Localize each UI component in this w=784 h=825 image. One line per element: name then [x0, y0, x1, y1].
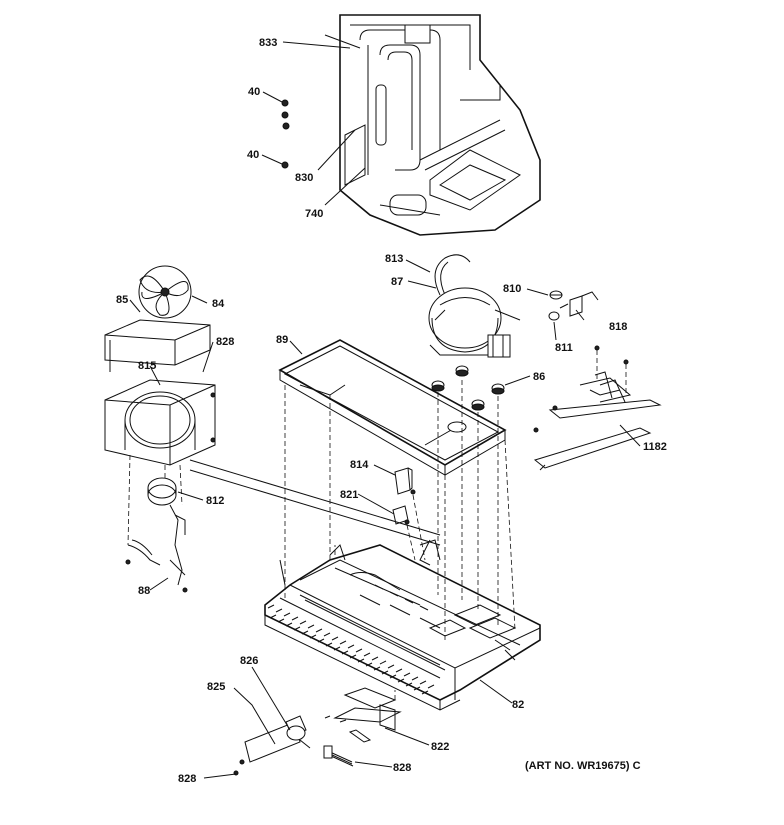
label-811: 811 — [555, 342, 573, 354]
label-1182: 1182 — [643, 441, 667, 453]
label-826: 826 — [240, 655, 258, 667]
heater-element — [323, 745, 354, 767]
part-labels: 833 40 40 830 740 813 87 810 818 811 85 … — [116, 37, 667, 785]
art-number: (ART NO. WR19675) C — [525, 760, 641, 772]
label-814: 814 — [350, 459, 369, 471]
drain-pan — [278, 339, 507, 476]
fan-bracket — [104, 379, 216, 466]
damper-bracket — [324, 687, 402, 743]
relay-parts — [548, 290, 599, 321]
projection-lines — [189, 380, 516, 640]
label-812: 812 — [206, 495, 224, 507]
label-740: 740 — [305, 208, 323, 220]
label-89: 89 — [276, 334, 288, 346]
condenser-fins — [267, 584, 435, 695]
label-833: 833 — [259, 37, 277, 49]
label-85: 85 — [116, 294, 128, 306]
label-818: 818 — [609, 321, 627, 333]
label-822: 822 — [431, 741, 449, 753]
machine-base — [264, 539, 541, 711]
condenser-tube-bracket — [533, 345, 662, 471]
compressor — [428, 254, 521, 358]
label-40-bottom: 40 — [247, 149, 259, 161]
grommets — [431, 365, 505, 411]
label-87: 87 — [391, 276, 403, 288]
label-813: 813 — [385, 253, 403, 265]
fan-shroud — [104, 319, 211, 372]
fan-projection-lines — [127, 454, 183, 546]
thermostat-826 — [233, 715, 311, 776]
label-810: 810 — [503, 283, 521, 295]
label-86: 86 — [533, 371, 545, 383]
label-82: 82 — [512, 699, 524, 711]
label-828-thermostat: 828 — [178, 773, 196, 785]
label-821: 821 — [340, 489, 358, 501]
screws-top — [281, 99, 290, 169]
label-825: 825 — [207, 681, 225, 693]
label-828-fan: 828 — [216, 336, 234, 348]
label-88: 88 — [138, 585, 150, 597]
label-828-heater: 828 — [393, 762, 411, 774]
capacitor — [392, 505, 410, 525]
fan-blade — [138, 265, 192, 319]
evaporator-assembly — [324, 14, 541, 236]
label-84: 84 — [212, 298, 225, 310]
label-815: 815 — [138, 360, 156, 372]
label-40-top: 40 — [248, 86, 260, 98]
label-830: 830 — [295, 172, 313, 184]
fan-motor — [125, 477, 188, 593]
leader-lines — [129, 41, 641, 779]
start-relay — [394, 467, 416, 495]
